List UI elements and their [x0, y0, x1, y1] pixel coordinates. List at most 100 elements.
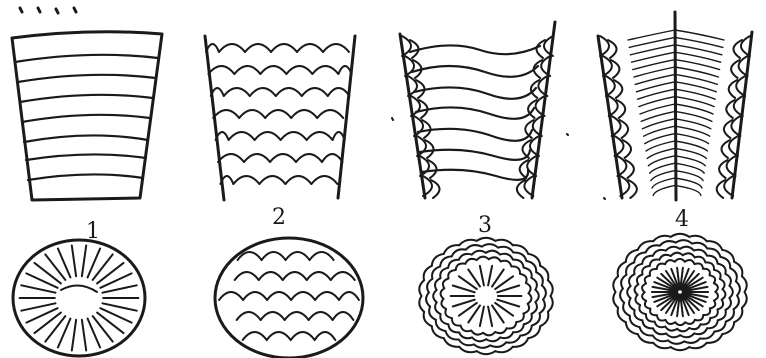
net-scallop: [291, 332, 315, 340]
rosette-scallop: [490, 342, 506, 347]
rosette-scallop: [722, 289, 726, 300]
net-scallop: [235, 272, 259, 280]
rosette-scallop: [665, 327, 677, 331]
rosette-scallop: [516, 314, 524, 323]
rosette-scallop: [689, 236, 707, 241]
rosette-scallop: [443, 279, 449, 289]
rosette-spoke: [453, 300, 475, 307]
net-scallop: [237, 312, 261, 320]
rosette-scallop: [620, 289, 624, 303]
rosette-scallop: [692, 243, 707, 249]
rosette-scallop: [548, 296, 553, 312]
scallop-arc: [302, 88, 328, 96]
rosette-scallop: [477, 238, 495, 241]
panel-2-side: [205, 36, 355, 200]
rosette-scallop: [726, 298, 731, 310]
rosette-scallop: [657, 264, 665, 269]
net-scallop: [333, 312, 354, 320]
rosette-scallop: [482, 244, 498, 247]
scallop-arc: [208, 66, 234, 74]
rosette-scallop: [424, 266, 432, 281]
rosette-spoke: [488, 266, 492, 286]
rosette-scallop: [680, 247, 694, 251]
rosette-scallop: [675, 322, 685, 325]
rosette-scallop: [634, 264, 642, 274]
rosette-scallop: [694, 250, 707, 256]
inner-arc: [61, 285, 97, 292]
rosette-scallop: [684, 338, 700, 343]
rosette-scallop: [472, 251, 486, 255]
scallop-arc: [224, 88, 250, 96]
net-scallop: [309, 312, 333, 320]
scallop-arc: [281, 132, 307, 140]
radial-line: [103, 303, 137, 310]
rosette-scallop: [630, 316, 640, 327]
rosette-scallop: [456, 263, 466, 270]
rosette-scallop: [486, 251, 500, 255]
rosette-scallop: [642, 292, 646, 301]
rosette-scallop: [718, 310, 726, 320]
rosette-scallop: [419, 280, 424, 296]
rosette-scallop: [500, 254, 513, 260]
scallop-arc: [259, 176, 285, 184]
rosette-scallop: [524, 304, 530, 314]
rosette-scallop: [655, 322, 666, 328]
rosette-scallop: [532, 313, 540, 325]
rosette-scallop: [689, 324, 700, 329]
scallop-arc: [276, 88, 302, 96]
rosette-scallop: [426, 293, 430, 307]
radial-line: [82, 246, 86, 277]
rosette-scallop: [445, 309, 452, 318]
scallop-arc: [250, 88, 276, 96]
rosette-scallop: [461, 326, 472, 332]
rosette-scallop: [427, 279, 432, 293]
radial-line: [26, 273, 57, 287]
net-scallop: [261, 312, 285, 320]
scallop-arc: [323, 44, 349, 52]
rosette-scallop: [472, 338, 486, 342]
radial-line: [97, 263, 123, 284]
rosette-scallop: [477, 257, 489, 260]
rosette-scallop: [459, 340, 474, 346]
rosette-scallop: [489, 257, 501, 261]
rosette-scallop: [465, 259, 476, 264]
rosette-scallop: [459, 347, 477, 352]
circle-2-scallops: [219, 252, 359, 340]
rosette-scallop: [531, 278, 537, 290]
rosette-scallop: [660, 241, 676, 246]
rosette-scallop: [501, 261, 512, 267]
rosette-spoke: [488, 307, 492, 327]
rosette-scallop: [671, 347, 689, 350]
rosette-scallop: [498, 247, 513, 253]
panel-1-side: [12, 32, 162, 200]
rosette-scallop: [441, 299, 446, 309]
rosette-scallop: [666, 247, 680, 251]
corner-specks: [20, 8, 76, 13]
scallop-arc: [239, 110, 265, 118]
rosette-scallop: [635, 295, 640, 305]
scallop-arc: [311, 176, 337, 184]
scallop-arc: [317, 110, 343, 118]
rosette-scallop: [695, 263, 704, 268]
rosette-scallop: [665, 260, 675, 264]
scallop-arc: [307, 132, 333, 140]
rosette-scallop: [459, 332, 472, 338]
scallop-arc: [297, 44, 323, 52]
rosette-scallop: [714, 292, 718, 301]
net-scallop: [331, 272, 355, 280]
rosette-scallop: [542, 285, 546, 299]
rosette-scallop: [526, 283, 531, 293]
rosette-scallop: [486, 337, 500, 341]
net-scallop: [262, 252, 286, 260]
net-scallop: [285, 312, 309, 320]
rosette-scallop: [495, 240, 513, 245]
rosette-scallop: [440, 268, 448, 278]
net-scallop: [243, 292, 267, 300]
scallop-arc: [213, 110, 239, 118]
radial-line: [100, 308, 131, 322]
net-scallop: [259, 272, 283, 280]
net-scallop: [267, 332, 291, 340]
rosette-scallop: [452, 318, 461, 325]
rosette-scallop: [436, 320, 446, 331]
